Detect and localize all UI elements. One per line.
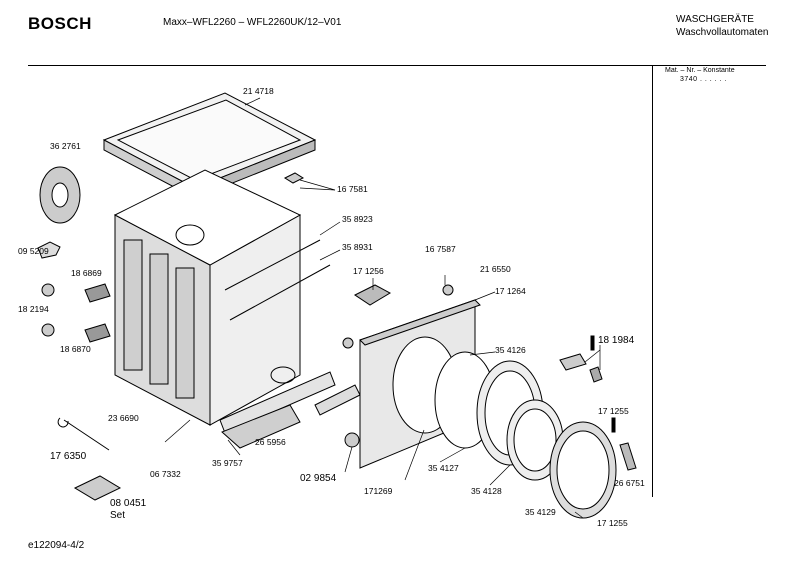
part-label: 35 4126	[495, 345, 526, 355]
part-label: 06 7332	[150, 469, 181, 479]
brand-logo: BOSCH	[28, 14, 92, 33]
header-divider	[28, 65, 766, 66]
sidebar-divider	[652, 65, 653, 497]
cabinet-drawing	[113, 169, 331, 426]
material-number-header: Mat. – Nr. – Konstante	[665, 67, 735, 74]
part-label: 17 6350	[50, 451, 87, 462]
part-label: 18 6869	[71, 268, 102, 278]
part-label: 35 4127	[428, 463, 459, 473]
part-label: 18 6870	[60, 344, 91, 354]
part-label: 35 8923	[342, 214, 373, 224]
part-label: 36 2761	[50, 141, 81, 151]
part-label: 02 9854	[300, 473, 337, 484]
part-label: 17 1264	[495, 286, 526, 296]
part-label: 17 1256	[353, 266, 384, 276]
part-label: 35 4129	[525, 507, 556, 517]
material-number-value: 3740 . . . . . .	[680, 76, 727, 83]
plinth-drawing	[219, 371, 361, 449]
door-glass-drawing	[506, 399, 564, 481]
top-lid-drawing	[102, 92, 317, 199]
model-title: Maxx–WFL2260 – WFL2260UK/12–V01	[163, 17, 342, 28]
part-label: 17 1255	[598, 406, 629, 416]
part-label: 17 1255	[597, 518, 628, 528]
part-label-set: Set	[110, 510, 126, 521]
category-line-2: Waschvollautomaten	[676, 27, 769, 38]
part-label: 08 0451	[110, 498, 147, 509]
part-label: 35 9757	[212, 458, 243, 468]
part-label: 171269	[364, 486, 393, 496]
part-label: 26 5956	[255, 437, 286, 447]
part-label: 18 2194	[18, 304, 49, 314]
leader-lines	[164, 97, 601, 519]
part-label: 16 7581	[337, 184, 368, 194]
part-label: 21 4718	[243, 86, 274, 96]
category-line-1: WASCHGERÄTE	[676, 14, 754, 25]
part-label: 18 1984	[598, 335, 635, 346]
document-id: e122094-4/2	[28, 540, 85, 551]
part-label: 35 4128	[471, 486, 502, 496]
part-label: 21 6550	[480, 264, 511, 274]
part-label: 09 5209	[18, 246, 49, 256]
part-label: 26 6751	[614, 478, 645, 488]
door-ring-drawing	[549, 421, 617, 519]
part-label: 23 6690	[108, 413, 139, 423]
part-label: 16 7587	[425, 244, 456, 254]
part-label: 35 8931	[342, 242, 373, 252]
small-parts-drawing	[37, 166, 637, 501]
